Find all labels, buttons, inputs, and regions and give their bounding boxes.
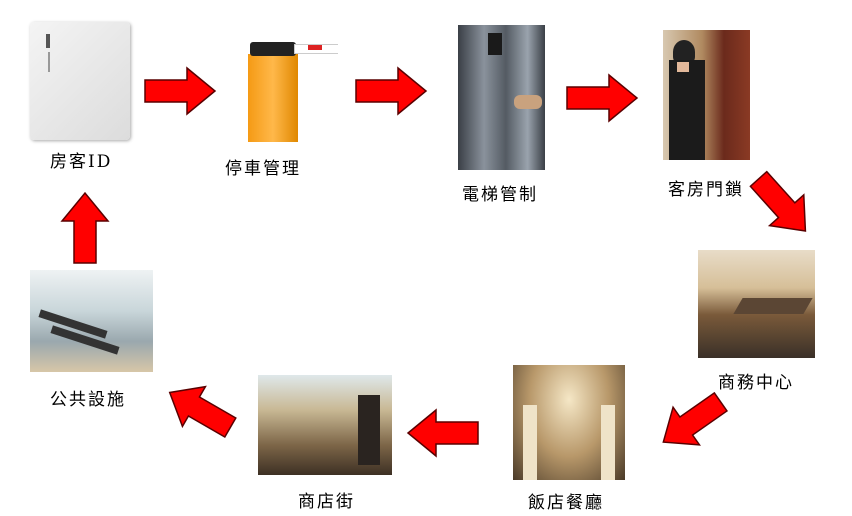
node-label-elevator: 電梯管制 — [462, 185, 538, 205]
node-label-business: 商務中心 — [718, 373, 794, 393]
arrow-down-left — [647, 380, 736, 463]
arrow-icon — [60, 191, 110, 264]
arrow-up-left — [155, 370, 244, 450]
parking-barrier-image — [248, 40, 338, 142]
arrow-down-right — [739, 161, 826, 249]
arrow-up — [60, 191, 110, 265]
arrow-right-3 — [565, 73, 639, 123]
arrow-icon — [662, 391, 729, 446]
door-lock-image — [663, 30, 750, 160]
arrow-right-1 — [143, 66, 217, 116]
gym-image — [30, 270, 153, 372]
node-label-facilities: 公共設施 — [50, 390, 126, 410]
node-label-guest-id: 房客ID — [50, 152, 113, 172]
arrow-icon — [566, 73, 639, 123]
arrow-left — [406, 408, 480, 458]
node-label-restaurant: 飯店餐廳 — [528, 493, 604, 513]
restaurant-image — [513, 365, 625, 480]
shopping-arcade-image — [258, 375, 392, 475]
arrow-icon — [144, 66, 217, 116]
conference-room-image — [698, 250, 815, 358]
arrow-icon — [168, 385, 237, 439]
node-label-door-lock: 客房門鎖 — [668, 180, 744, 200]
access-card-image — [30, 22, 130, 140]
node-label-shops: 商店街 — [298, 492, 355, 512]
arrow-right-2 — [354, 66, 428, 116]
arrow-icon — [406, 408, 479, 458]
elevator-image — [458, 25, 545, 170]
arrow-icon — [749, 170, 807, 232]
node-label-parking: 停車管理 — [225, 159, 301, 179]
arrow-icon — [355, 66, 428, 116]
